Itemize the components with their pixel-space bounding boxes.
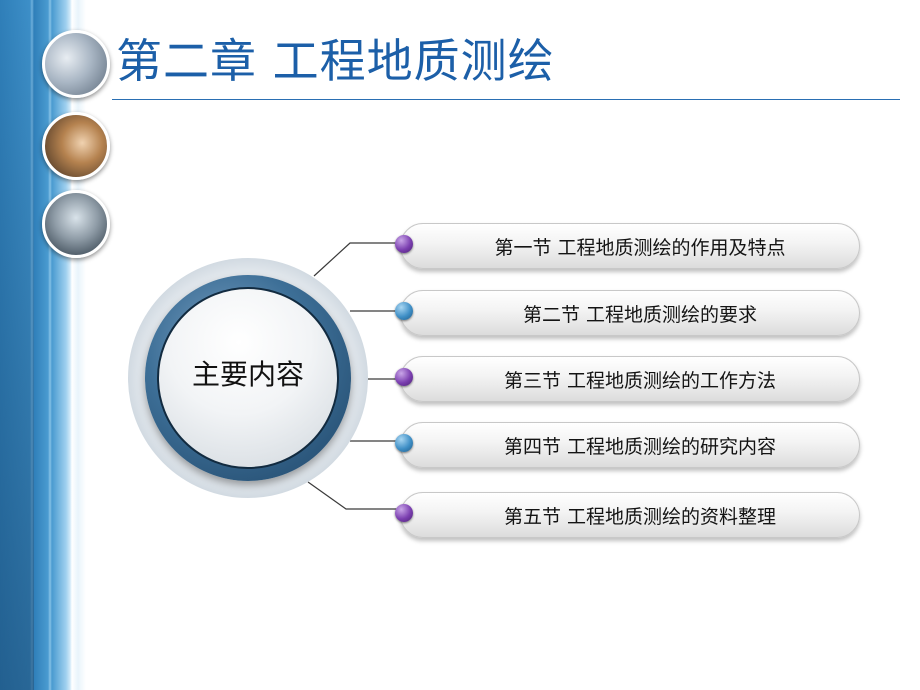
bullet-dot-icon (395, 235, 413, 253)
photo-thumbnail-office (42, 30, 110, 98)
section-item-4[interactable]: 第四节 工程地质测绘的研究内容 (395, 422, 860, 468)
bullet-dot-icon (395, 504, 413, 522)
center-circle: 主要内容 (157, 287, 339, 469)
photo-thumbnail-walking (42, 190, 110, 258)
title-divider (112, 99, 900, 100)
section-item-label: 第二节 工程地质测绘的要求 (522, 303, 758, 326)
bullet-dot-icon (395, 302, 413, 320)
section-item-label: 第一节 工程地质测绘的作用及特点 (494, 236, 786, 259)
connector-line-5 (307, 481, 402, 510)
left-bar-shade (0, 0, 34, 690)
bullet-dot-icon (395, 434, 413, 452)
center-circle-label: 主要内容 (191, 358, 304, 391)
connector-line-1 (313, 242, 402, 277)
section-item-label: 第四节 工程地质测绘的研究内容 (503, 435, 777, 458)
section-item-label: 第五节 工程地质测绘的资料整理 (503, 505, 777, 528)
section-item-3[interactable]: 第三节 工程地质测绘的工作方法 (395, 356, 860, 402)
slide-title: 第二章 工程地质测绘 (116, 34, 555, 88)
photo-thumbnail-people (42, 112, 110, 180)
section-item-5[interactable]: 第五节 工程地质测绘的资料整理 (395, 492, 860, 538)
section-item-label: 第三节 工程地质测绘的工作方法 (503, 369, 777, 392)
section-item-1[interactable]: 第一节 工程地质测绘的作用及特点 (395, 223, 860, 269)
bullet-dot-icon (395, 368, 413, 386)
section-item-2[interactable]: 第二节 工程地质测绘的要求 (395, 290, 860, 336)
